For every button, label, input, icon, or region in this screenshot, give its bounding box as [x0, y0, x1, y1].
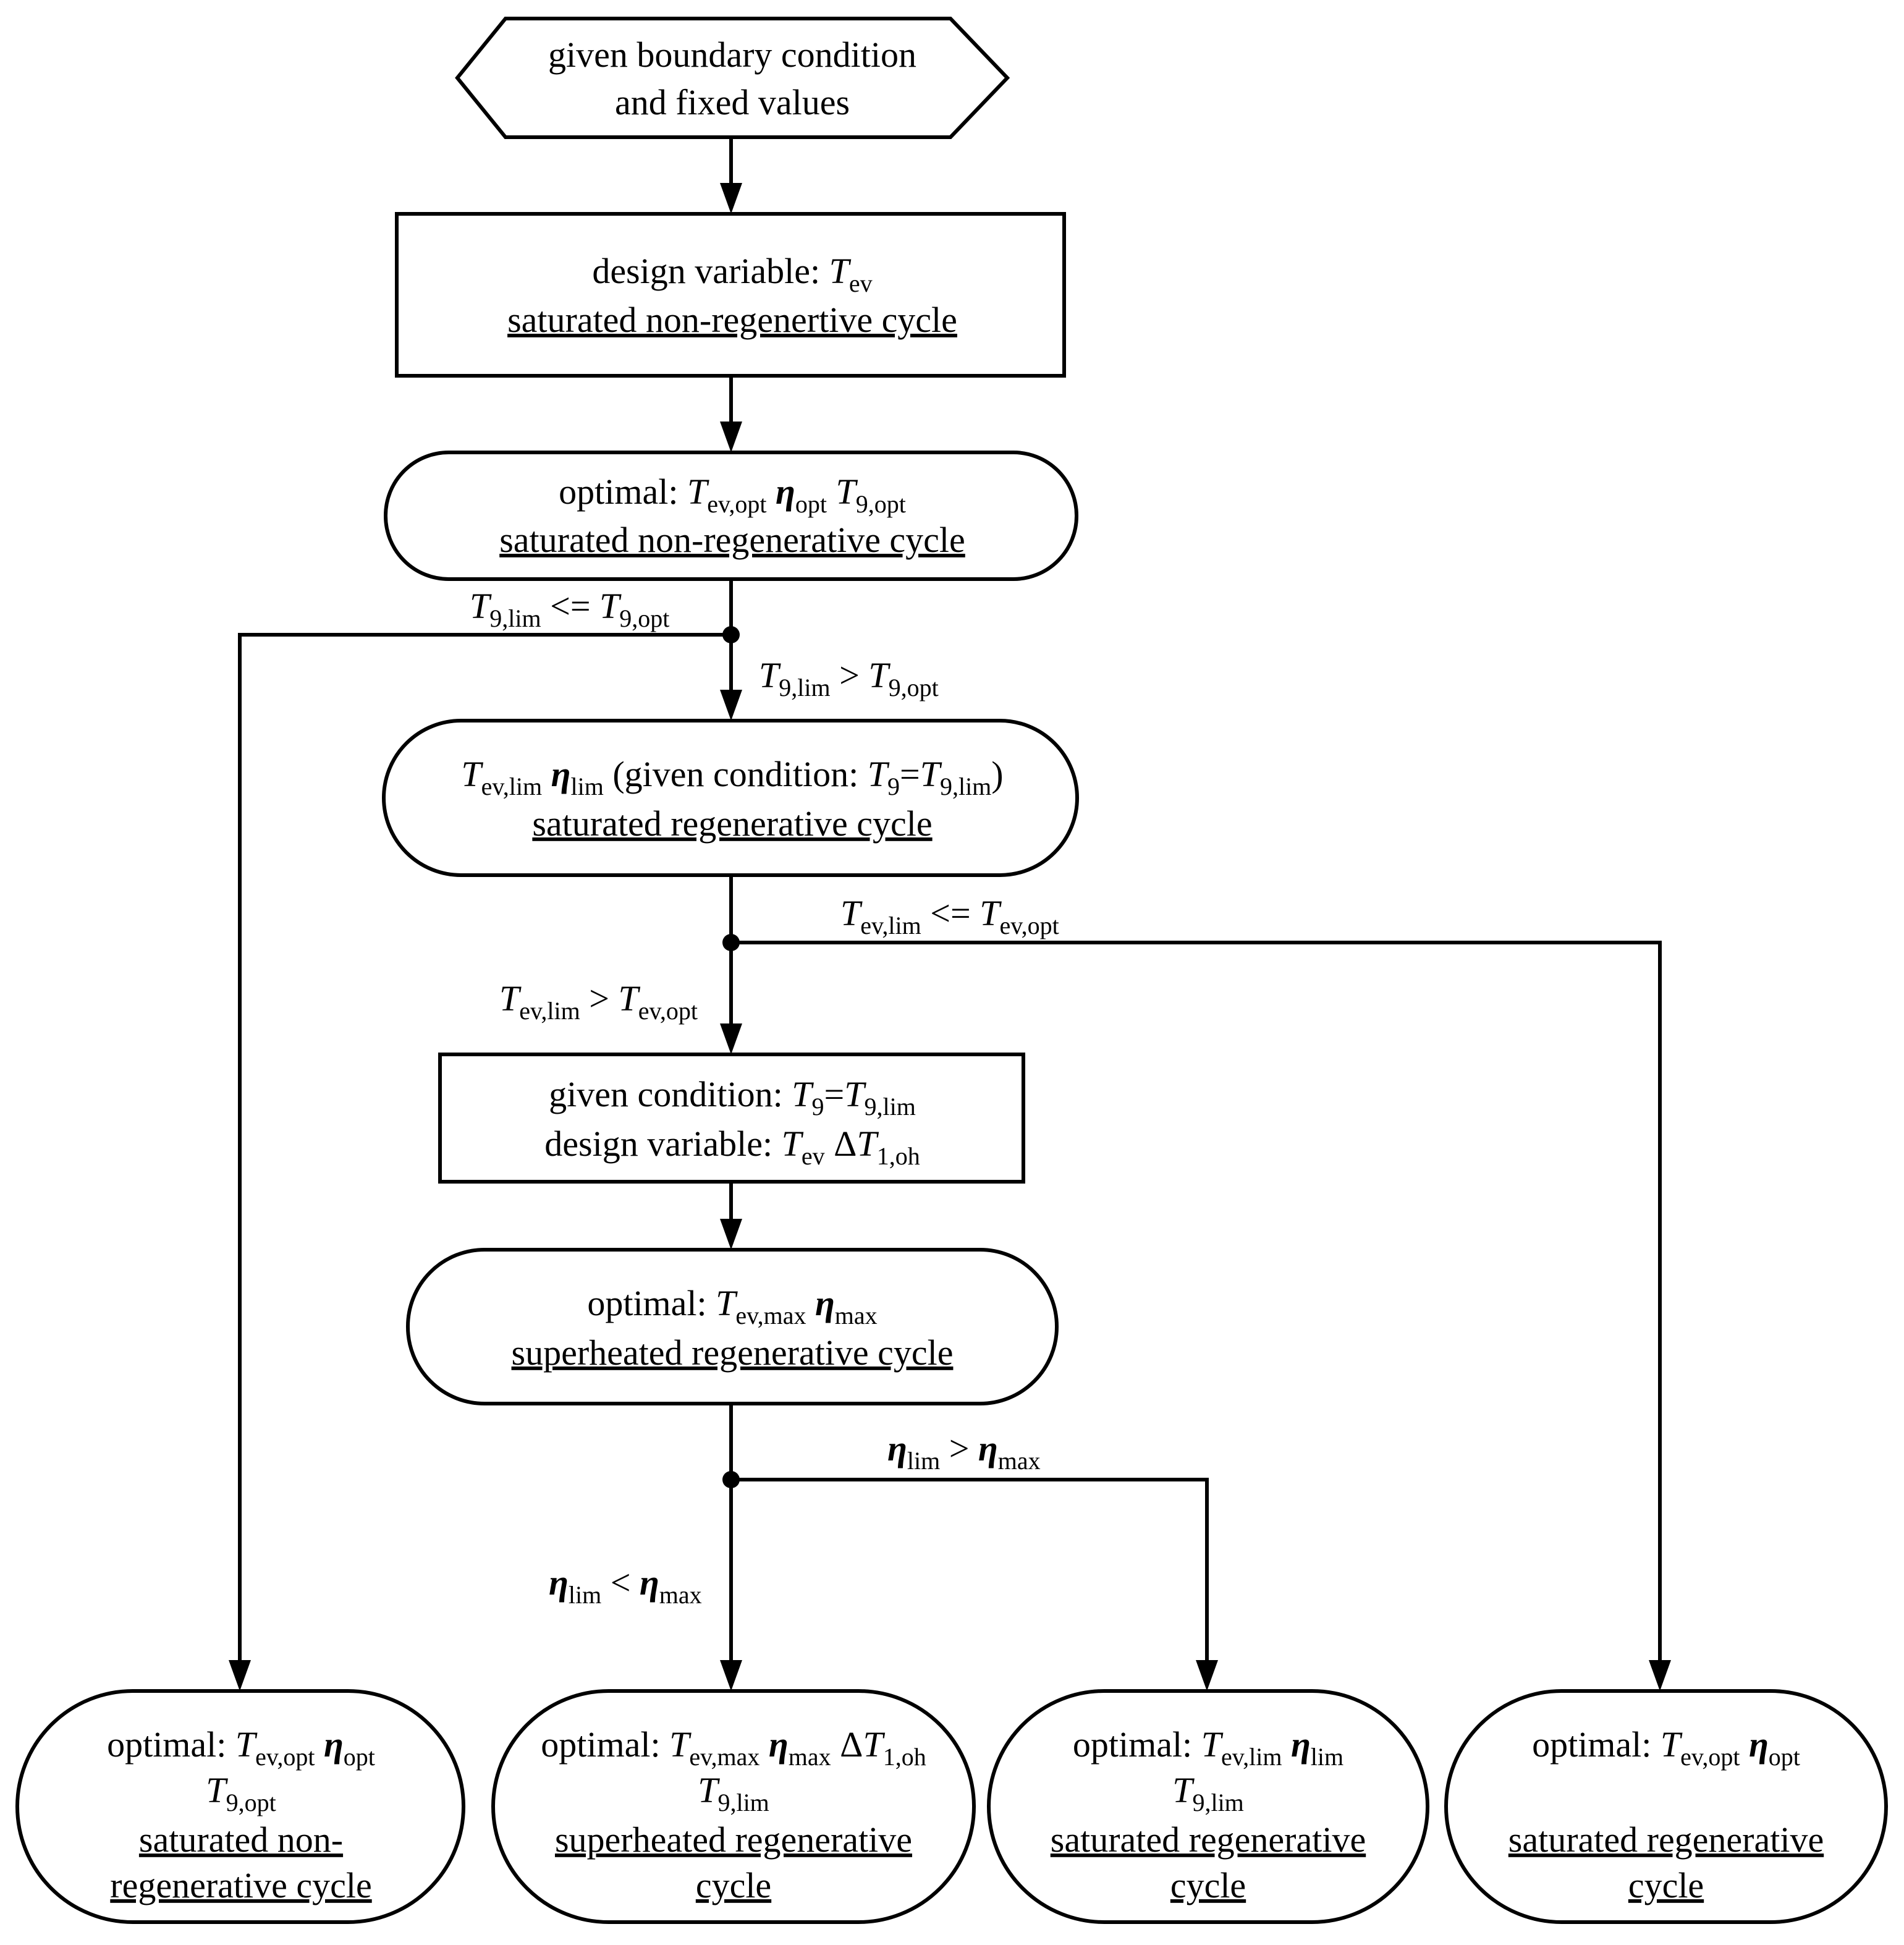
result-node-2: optimal: Tev,max ηmax ΔT1,oh T9,lim supe… — [491, 1689, 976, 1924]
result3-cycle1: saturated regenerative — [1051, 1820, 1366, 1860]
lim1-line1: Tev,lim ηlim (given condition: T9=T9,lim… — [461, 754, 1003, 800]
start-line1: given boundary condition — [548, 35, 916, 75]
cond3-down-label: ηlim < ηmax — [549, 1562, 702, 1609]
start-line2: and fixed values — [615, 82, 850, 122]
opt1-rounded — [384, 451, 1078, 581]
result1-cycle2: regenerative cycle — [110, 1865, 371, 1905]
arrowhead — [720, 690, 742, 721]
arrowhead — [1196, 1660, 1218, 1691]
result4-line1: optimal: Tev,opt ηopt — [1532, 1724, 1800, 1771]
result-node-1: optimal: Tev,opt ηopt T9,opt saturated n… — [15, 1689, 465, 1924]
design1-line1: design variable: Tev — [592, 251, 872, 297]
opt2-rounded — [406, 1248, 1059, 1405]
result2-rounded — [491, 1689, 976, 1924]
design2-line2: design variable: Tev ΔT1,oh — [544, 1124, 920, 1170]
arrowhead — [1649, 1660, 1671, 1691]
result1-cycle1: saturated non- — [139, 1820, 343, 1860]
result3-rounded — [987, 1689, 1429, 1924]
design1-cycle: saturated non-regenertive cycle — [507, 300, 957, 340]
design2-rect — [438, 1053, 1025, 1184]
cond2-right-label: Tev,lim <= Tev,opt — [840, 893, 1059, 939]
connector-junction1-result1 — [238, 633, 731, 1663]
start-hexagon — [455, 17, 1010, 139]
result2-line1: optimal: Tev,max ηmax ΔT1,oh — [541, 1724, 926, 1771]
arrowhead — [720, 422, 742, 452]
result2-cycle1: superheated regenerative — [555, 1820, 912, 1860]
start-node: given boundary condition and fixed value… — [455, 17, 1010, 139]
design-variable-box-2: given condition: T9=T9,lim design variab… — [438, 1053, 1025, 1184]
result3-line2: T9,lim — [1172, 1770, 1244, 1816]
result2-line2: T9,lim — [698, 1770, 769, 1816]
lim1-cycle: saturated regenerative cycle — [532, 803, 932, 844]
result4-rounded — [1444, 1689, 1888, 1924]
arrowhead — [720, 1023, 742, 1054]
result-node-3: optimal: Tev,lim ηlim T9,lim saturated r… — [987, 1689, 1429, 1924]
result-node-4: optimal: Tev,opt ηopt saturated regenera… — [1444, 1689, 1888, 1924]
connectors — [229, 137, 1671, 1691]
result3-line1: optimal: Tev,lim ηlim — [1073, 1724, 1343, 1771]
result3-cycle2: cycle — [1170, 1865, 1246, 1905]
cond1-down-label: T9,lim > T9,opt — [759, 655, 939, 701]
cond3-right-label: ηlim > ηmax — [887, 1428, 1041, 1475]
arrowhead — [720, 183, 742, 214]
arrowhead — [229, 1660, 251, 1691]
limit-node: Tev,lim ηlim (given condition: T9=T9,lim… — [382, 719, 1079, 877]
result1-line1: optimal: Tev,opt ηopt — [107, 1724, 375, 1771]
opt1-cycle: saturated non-regenerative cycle — [499, 520, 965, 560]
design2-line1: given condition: T9=T9,lim — [549, 1074, 916, 1121]
opt1-line1: optimal: Tev,opt ηopt T9,opt — [559, 472, 906, 518]
result1-rounded — [15, 1689, 465, 1924]
connector-junction2-result4 — [731, 941, 1662, 1663]
cond2-down-label: Tev,lim > Tev,opt — [499, 978, 698, 1025]
lim1-rounded — [382, 719, 1079, 877]
arrowhead — [720, 1660, 742, 1691]
cond1-left-label: T9,lim <= T9,opt — [470, 586, 669, 632]
connector-junction3-result3 — [731, 1478, 1209, 1663]
arrowhead — [720, 1219, 742, 1250]
optimal-node-2: optimal: Tev,max ηmax superheated regene… — [406, 1248, 1059, 1405]
design1-rect — [395, 212, 1066, 378]
opt2-cycle: superheated regenerative cycle — [512, 1333, 954, 1373]
result4-cycle1: saturated regenerative — [1508, 1820, 1824, 1860]
opt2-line1: optimal: Tev,max ηmax — [587, 1283, 877, 1329]
design-variable-box-1: design variable: Tev saturated non-regen… — [395, 212, 1066, 378]
optimal-node-1: optimal: Tev,opt ηopt T9,opt saturated n… — [384, 451, 1078, 581]
result2-cycle2: cycle — [696, 1865, 771, 1905]
result4-cycle2: cycle — [1628, 1865, 1704, 1905]
result1-line2: T9,opt — [206, 1770, 276, 1816]
